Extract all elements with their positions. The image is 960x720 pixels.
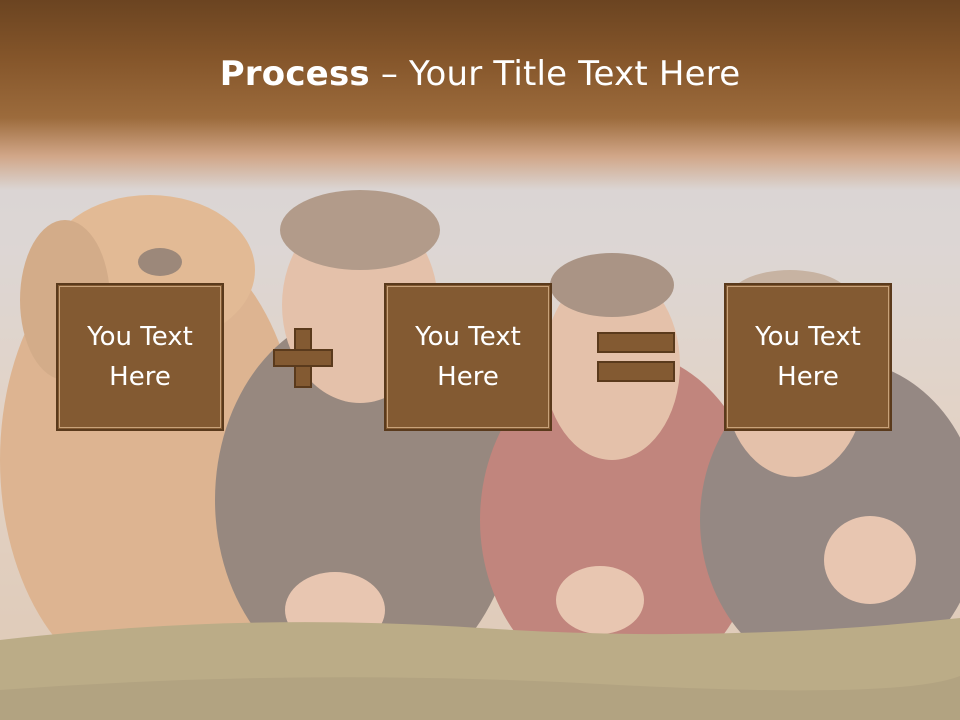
process-box-2[interactable]: You Text Here xyxy=(384,283,552,431)
process-box-1[interactable]: You Text Here xyxy=(56,283,224,431)
process-box-1-label: You Text Here xyxy=(87,322,193,392)
equals-icon-top-bar xyxy=(597,332,675,353)
title-rest: – Your Title Text Here xyxy=(369,54,741,94)
plus-icon-core xyxy=(296,351,310,365)
process-box-3-label: You Text Here xyxy=(755,322,861,392)
process-box-3[interactable]: You Text Here xyxy=(724,283,892,431)
title-band xyxy=(0,0,960,190)
equals-icon-bottom-bar xyxy=(597,361,675,382)
slide-title: Process – Your Title Text Here xyxy=(0,52,960,96)
title-bold: Process xyxy=(219,54,370,94)
process-box-2-label: You Text Here xyxy=(415,322,521,392)
